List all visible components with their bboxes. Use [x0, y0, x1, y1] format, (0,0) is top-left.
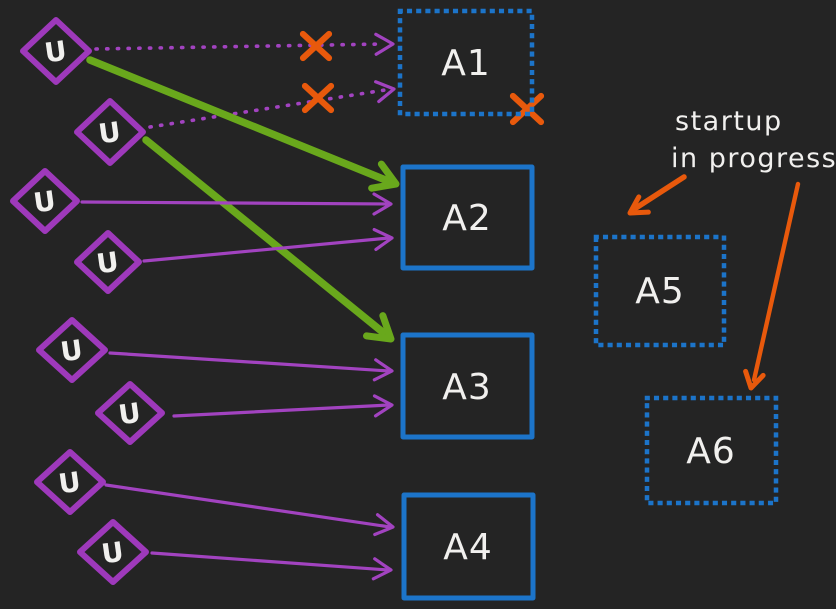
arrowhead-icon — [372, 192, 393, 216]
target-node-a6[interactable]: A6 — [644, 395, 779, 506]
box-shape — [644, 395, 779, 506]
target-node-a3[interactable]: A3 — [400, 332, 535, 440]
source-node-u6[interactable]: U — [95, 381, 165, 445]
edge-line — [633, 174, 687, 211]
arrowhead-icon — [362, 312, 395, 343]
target-node-label: A4 — [443, 527, 493, 568]
arrowhead-icon — [372, 394, 394, 418]
edge-u1-a2[interactable] — [86, 56, 401, 196]
arrowhead-icon — [372, 227, 394, 252]
diamond-shape — [34, 449, 106, 515]
source-node-label: U — [95, 247, 122, 281]
annotation-arrow-a6[interactable] — [742, 181, 801, 391]
edge-line — [148, 88, 387, 129]
edge-u1-a1[interactable] — [94, 32, 395, 56]
target-node-a4[interactable]: A4 — [401, 492, 536, 601]
diamond-shape — [36, 317, 108, 383]
arrowhead-icon — [368, 160, 400, 192]
edge-u7-a4[interactable] — [104, 483, 395, 537]
arrowhead-icon — [371, 557, 393, 581]
edge-line — [86, 56, 392, 185]
source-node-u3[interactable]: U — [10, 168, 80, 234]
source-node-u4[interactable]: U — [74, 230, 142, 294]
source-node-label: U — [117, 398, 144, 432]
edge-u4-a2[interactable] — [142, 227, 394, 263]
source-node-label: U — [59, 335, 86, 369]
arrowhead-icon — [372, 358, 394, 382]
edge-line — [751, 181, 801, 383]
target-node-label: A3 — [442, 367, 492, 408]
x-icon — [509, 92, 545, 126]
x-icon — [299, 30, 333, 62]
diamond-shape — [20, 17, 92, 85]
source-node-u7[interactable]: U — [34, 449, 106, 515]
diamond-shape — [77, 519, 149, 585]
source-node-u8[interactable]: U — [77, 519, 149, 585]
edge-line — [108, 351, 391, 373]
arrowhead-icon — [743, 368, 766, 391]
diamond-shape — [10, 168, 80, 234]
target-node-label: A1 — [441, 43, 491, 84]
diamond-shape — [95, 381, 165, 445]
target-node-label: A6 — [686, 431, 736, 472]
box-shape — [400, 164, 535, 271]
edge-line — [94, 42, 386, 51]
x-mark-edge-u1-a1[interactable] — [299, 30, 333, 62]
source-node-label: U — [43, 36, 70, 70]
source-node-u1[interactable]: U — [20, 17, 92, 85]
edge-u2-a1[interactable] — [148, 79, 396, 129]
source-node-label: U — [97, 117, 124, 151]
edge-u8-a4[interactable] — [150, 551, 393, 581]
diamond-shape — [74, 98, 146, 166]
box-shape — [397, 8, 535, 117]
x-mark-a1-corner[interactable] — [509, 92, 545, 126]
box-shape — [400, 332, 535, 440]
edge-line — [150, 551, 390, 572]
box-shape — [401, 492, 536, 601]
edge-u5-a3[interactable] — [108, 351, 394, 382]
source-node-label: U — [57, 467, 84, 501]
target-node-a2[interactable]: A2 — [400, 164, 535, 271]
arrowhead-icon — [373, 513, 395, 537]
annotation-line2: in progress — [671, 143, 836, 174]
diamond-shape — [74, 230, 142, 294]
edge-line — [172, 403, 391, 418]
edge-u2-a3[interactable] — [142, 136, 399, 349]
source-node-u5[interactable]: U — [36, 317, 108, 383]
edge-line — [104, 483, 392, 529]
x-icon — [301, 82, 335, 114]
edge-line — [142, 136, 389, 338]
arrowhead-icon — [374, 80, 396, 104]
target-node-a5[interactable]: A5 — [593, 234, 727, 348]
edge-line — [142, 236, 391, 263]
source-node-label: U — [32, 186, 59, 220]
edge-line — [80, 200, 390, 206]
source-node-label: U — [100, 537, 127, 571]
arrowhead-icon — [627, 194, 651, 216]
arrowhead-icon — [374, 32, 395, 56]
target-node-label: A2 — [442, 198, 492, 239]
edge-u6-a3[interactable] — [172, 394, 394, 418]
target-node-label: A5 — [635, 271, 685, 312]
annotation-arrow-a5[interactable] — [625, 174, 687, 221]
annotation-line1: startup — [675, 106, 783, 137]
edge-u3-a2[interactable] — [80, 192, 393, 216]
annotation-startup-in-progress[interactable]: startup in progress — [671, 106, 836, 174]
x-mark-edge-u2-a1[interactable] — [301, 82, 335, 114]
target-node-a1[interactable]: A1 — [397, 8, 535, 117]
box-shape — [593, 234, 727, 348]
source-node-u2[interactable]: U — [74, 98, 146, 166]
